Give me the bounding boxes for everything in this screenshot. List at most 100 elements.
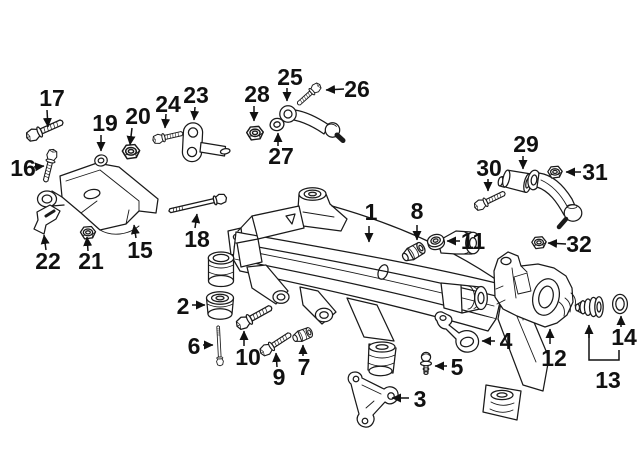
callout-bracket <box>588 328 620 361</box>
callout-number: 6 <box>188 333 201 359</box>
callout-number: 29 <box>513 131 539 157</box>
callout-number: 2 <box>177 293 190 319</box>
callout-arrow <box>191 213 201 229</box>
callout-arrow <box>40 234 50 251</box>
callout-30-bolt[interactable]: 30 <box>476 155 502 192</box>
callout-number: 27 <box>268 143 294 169</box>
part-11-flange-nut[interactable] <box>426 233 446 252</box>
callout-20-flange-nut[interactable]: 20 <box>125 103 151 146</box>
part-29-control-arm[interactable] <box>497 168 583 230</box>
part-24-bolt[interactable] <box>151 128 185 146</box>
callout-27-washer[interactable]: 27 <box>268 132 294 169</box>
part-7-bushing[interactable] <box>290 325 315 345</box>
part-18-long-bolt[interactable] <box>167 192 229 217</box>
callout-number: 8 <box>411 198 424 224</box>
callout-number: 14 <box>611 324 637 350</box>
callout-number: 24 <box>155 91 181 117</box>
callout-29-control-arm[interactable]: 29 <box>513 131 539 170</box>
callout-number: 28 <box>244 81 270 107</box>
callout-26-bolt[interactable]: 26 <box>325 76 370 102</box>
callout-arrow <box>161 113 171 129</box>
callout-number: 21 <box>78 248 104 274</box>
callout-12-knuckle[interactable]: 12 <box>541 328 567 371</box>
callout-number: 26 <box>344 76 370 102</box>
part-1-crossmember[interactable] <box>207 187 550 421</box>
callout-3-y-bracket[interactable]: 3 <box>391 386 427 412</box>
callout-number: 3 <box>414 386 427 412</box>
callout-16-bolt[interactable]: 16 <box>10 155 45 181</box>
callout-10-bolt[interactable]: 10 <box>235 330 261 370</box>
part-30-bolt[interactable] <box>472 187 508 213</box>
part-28-nut[interactable] <box>246 125 264 141</box>
callout-number: 11 <box>461 228 486 254</box>
part-31-nut[interactable] <box>547 165 563 179</box>
callout-19-washer[interactable]: 19 <box>92 110 118 152</box>
part-15-support-bracket[interactable] <box>36 162 159 235</box>
callout-number: 23 <box>183 82 209 108</box>
part-2-mount-bushing[interactable] <box>205 291 235 320</box>
callout-number: 15 <box>127 237 153 263</box>
callout-24-bolt[interactable]: 24 <box>155 91 181 129</box>
part-13-bushing[interactable] <box>574 296 604 318</box>
callout-number: 13 <box>595 367 621 393</box>
part-25-control-arm[interactable] <box>279 105 346 143</box>
part-23-link[interactable] <box>181 122 231 163</box>
part-22-bracket[interactable] <box>33 204 61 235</box>
callout-1-crossmember[interactable]: 1 <box>364 199 378 243</box>
part-20-flange-nut[interactable] <box>121 143 141 160</box>
part-8-bushing[interactable] <box>399 240 428 265</box>
callout-2-mount-bushing[interactable]: 2 <box>177 293 206 319</box>
callout-number: 10 <box>235 344 261 370</box>
callout-number: 12 <box>541 345 567 371</box>
part-32-nut[interactable] <box>531 236 547 250</box>
callout-5-ball-pin[interactable]: 5 <box>434 354 464 380</box>
callout-number: 30 <box>476 155 502 181</box>
part-5-ball-pin[interactable] <box>419 351 433 376</box>
callout-25-control-arm[interactable]: 25 <box>277 64 303 102</box>
callout-7-bushing[interactable]: 7 <box>298 344 311 380</box>
callout-4-stopper-link[interactable]: 4 <box>481 328 513 354</box>
callout-number: 17 <box>39 85 65 111</box>
part-17-bolt[interactable] <box>23 115 66 144</box>
callout-arrow <box>190 106 200 121</box>
callout-9-bolt[interactable]: 9 <box>272 352 286 390</box>
callout-14-seal-ring[interactable]: 14 <box>611 315 637 350</box>
callout-number: 5 <box>451 354 464 380</box>
part-12-knuckle[interactable] <box>493 251 576 328</box>
callout-number: 18 <box>184 226 210 252</box>
callout-8-bushing[interactable]: 8 <box>411 198 424 241</box>
callout-6-long-bolt[interactable]: 6 <box>188 333 214 359</box>
callout-18-long-bolt[interactable]: 18 <box>184 213 210 252</box>
callout-arrow <box>83 236 93 252</box>
part-10-bolt[interactable] <box>233 301 275 333</box>
callout-28-nut[interactable]: 28 <box>244 81 270 122</box>
callout-17-bolt[interactable]: 17 <box>39 85 65 128</box>
callout-number: 19 <box>92 110 118 136</box>
part-3-y-bracket[interactable] <box>347 371 399 428</box>
callout-number: 9 <box>273 364 286 390</box>
callout-arrow <box>33 162 45 172</box>
callout-number: 4 <box>500 328 513 354</box>
callout-number: 20 <box>125 103 151 129</box>
callout-31-nut[interactable]: 31 <box>565 159 608 185</box>
callout-arrow <box>42 109 52 128</box>
callout-number: 22 <box>35 248 61 274</box>
callout-22-bracket[interactable]: 22 <box>35 234 61 274</box>
callout-number: 1 <box>365 199 378 225</box>
callout-32-nut[interactable]: 32 <box>547 231 592 257</box>
callout-arrow <box>126 127 136 146</box>
callout-11-flange-nut[interactable]: 11 <box>446 228 486 254</box>
part-6-long-bolt[interactable] <box>214 325 225 367</box>
callout-number: 31 <box>582 159 608 185</box>
callout-15-support-bracket[interactable]: 15 <box>127 224 153 263</box>
part-4-stopper-link[interactable] <box>434 311 480 353</box>
part-14-seal-ring[interactable] <box>611 293 629 315</box>
part-21-nut[interactable] <box>79 225 97 240</box>
callout-arrow <box>325 85 345 94</box>
callout-21-nut[interactable]: 21 <box>78 236 104 274</box>
callout-13-bushing-kit[interactable]: 13 <box>584 324 621 393</box>
callout-23-link[interactable]: 23 <box>183 82 209 121</box>
callout-number: 32 <box>566 231 592 257</box>
